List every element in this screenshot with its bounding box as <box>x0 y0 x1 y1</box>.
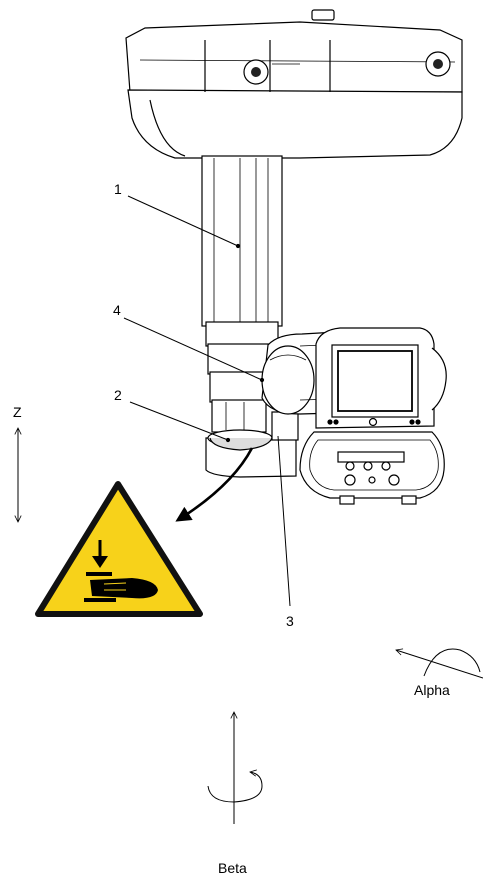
telescopic-column <box>201 155 283 433</box>
callout-2: 2 <box>114 387 122 403</box>
callout-3: 3 <box>286 613 294 629</box>
z-axis-label: Z <box>13 404 22 420</box>
leader-lines <box>123 195 291 607</box>
alpha-axis-label: Alpha <box>414 682 450 698</box>
callout-4: 4 <box>113 302 121 318</box>
hand-crush-warning-icon <box>35 481 203 617</box>
alpha-rotation-arrow <box>423 648 481 677</box>
carriage-wheel-right <box>425 51 451 77</box>
pinch-point-arrow <box>175 447 254 522</box>
beta-axis-label: Beta <box>218 860 247 876</box>
callout-1: 1 <box>114 181 122 197</box>
column-base <box>205 411 299 478</box>
alpha-axis-line <box>396 650 483 679</box>
ceiling-carriage <box>125 9 463 159</box>
collimator <box>299 327 447 505</box>
beta-rotation-arrow <box>207 772 263 803</box>
carriage-wheel-left <box>243 59 269 85</box>
